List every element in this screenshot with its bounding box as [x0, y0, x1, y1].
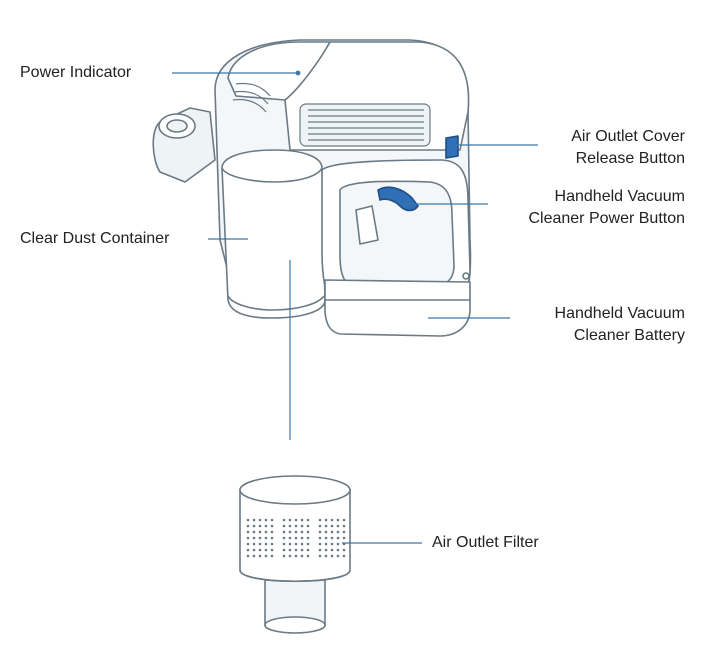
vent-grille	[299, 103, 431, 147]
clear-dust-container	[221, 149, 326, 319]
label-power-indicator: Power Indicator	[20, 64, 132, 81]
label-clear-dust-container: Clear Dust Container	[20, 230, 170, 247]
label-power-button: Handheld Vacuum Cleaner Power Button	[528, 186, 685, 230]
side-vent	[232, 82, 271, 113]
label-power-button-line1: Handheld Vacuum	[554, 188, 685, 205]
label-air-outlet-filter: Air Outlet Filter	[432, 534, 539, 551]
air-outlet-filter-drawing	[239, 475, 351, 634]
label-air-outlet-cover-line1: Air Outlet Cover	[571, 128, 685, 145]
label-battery-line1: Handheld Vacuum	[554, 305, 685, 322]
label-battery-line2: Cleaner Battery	[573, 327, 685, 344]
label-air-outlet-cover: Air Outlet Cover Release Button	[571, 126, 685, 170]
air-outlet-release-button	[445, 135, 459, 159]
filter-mesh	[246, 518, 346, 558]
power-button	[377, 186, 419, 212]
handheld-vacuum-body	[152, 39, 472, 337]
leader-lines	[172, 70, 538, 544]
label-power-button-line2: Cleaner Power Button	[528, 210, 685, 227]
battery	[324, 279, 471, 337]
label-air-outlet-cover-line2: Release Button	[575, 150, 685, 167]
label-battery: Handheld Vacuum Cleaner Battery	[555, 303, 685, 347]
